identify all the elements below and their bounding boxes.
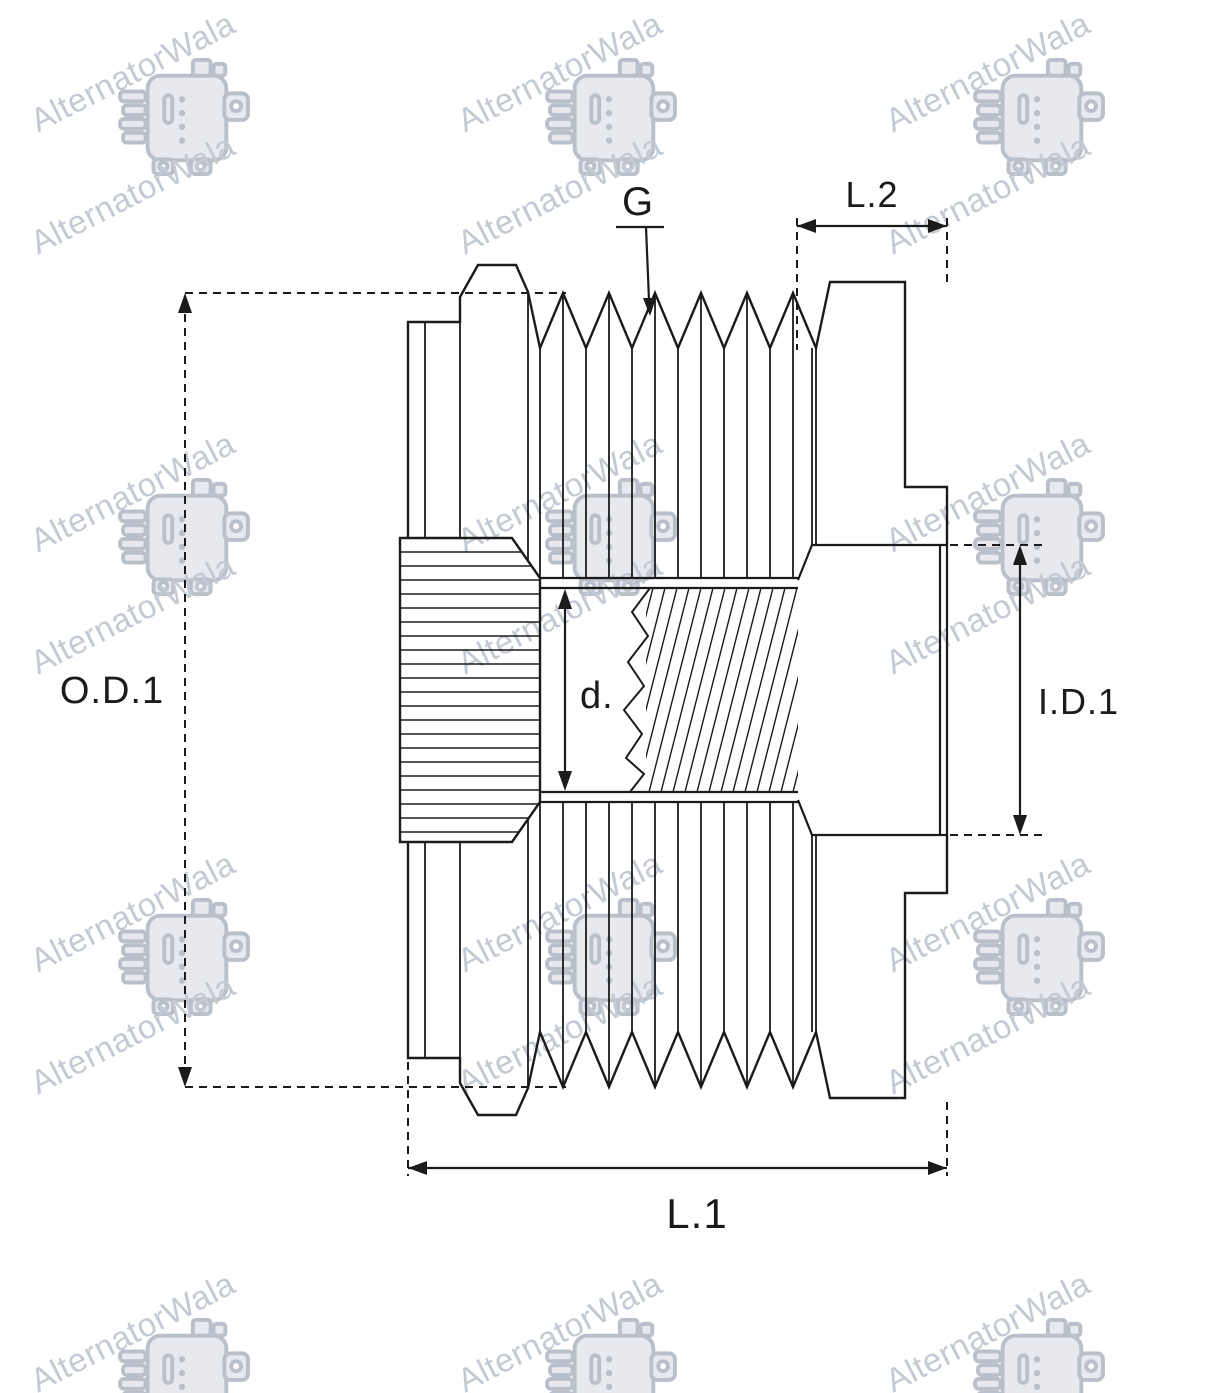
- alternator-icon: [545, 477, 677, 597]
- watermark: AlternatorWala: [879, 844, 1190, 1101]
- rib-lines: [424, 292, 817, 1088]
- alternator-icon: [973, 1317, 1105, 1393]
- bore-lines: [540, 543, 949, 837]
- alternator-icon: [118, 57, 250, 177]
- alternator-icon: [973, 57, 1105, 177]
- label-od1: O.D.1: [60, 670, 164, 712]
- alternator-icon: [973, 477, 1105, 597]
- callout-g: G: [616, 180, 664, 316]
- watermark: AlternatorWala: [24, 424, 335, 681]
- alternator-icon: [118, 1317, 250, 1393]
- alternator-icon: [545, 1317, 677, 1393]
- alternator-icon: [118, 897, 250, 1017]
- alternator-icon: [545, 57, 677, 177]
- label-l2: L.2: [845, 174, 898, 215]
- label-l1: L.1: [666, 1190, 727, 1237]
- watermark: AlternatorWala: [451, 844, 762, 1101]
- label-d: d.: [580, 675, 614, 717]
- dimension-od1: O.D.1: [60, 292, 566, 1088]
- thread-hatching: [646, 588, 798, 792]
- dimension-id1: I.D.1: [950, 544, 1119, 836]
- dimension-l1: L.1: [407, 1062, 948, 1237]
- watermark: AlternatorWala: [24, 1264, 335, 1393]
- hub-section: [398, 536, 542, 844]
- watermark: AlternatorWala: [451, 4, 762, 261]
- alternator-icon: [545, 897, 677, 1017]
- break-line: [622, 587, 651, 793]
- watermark: AlternatorWala: [879, 1264, 1190, 1393]
- watermark: AlternatorWala: [451, 424, 762, 681]
- alternator-icon: [118, 477, 250, 597]
- watermark: AlternatorWala: [879, 424, 1190, 681]
- dimension-l2: L.2: [796, 174, 948, 350]
- watermark: AlternatorWala: [24, 844, 335, 1101]
- alternator-icon: [973, 897, 1105, 1017]
- watermark: AlternatorWala: [451, 1264, 762, 1393]
- watermark: AlternatorWala: [879, 4, 1190, 261]
- label-g: G: [622, 180, 654, 224]
- label-id1: I.D.1: [1038, 681, 1119, 722]
- dimension-d: d.: [558, 589, 614, 791]
- watermark: AlternatorWala: [24, 4, 335, 261]
